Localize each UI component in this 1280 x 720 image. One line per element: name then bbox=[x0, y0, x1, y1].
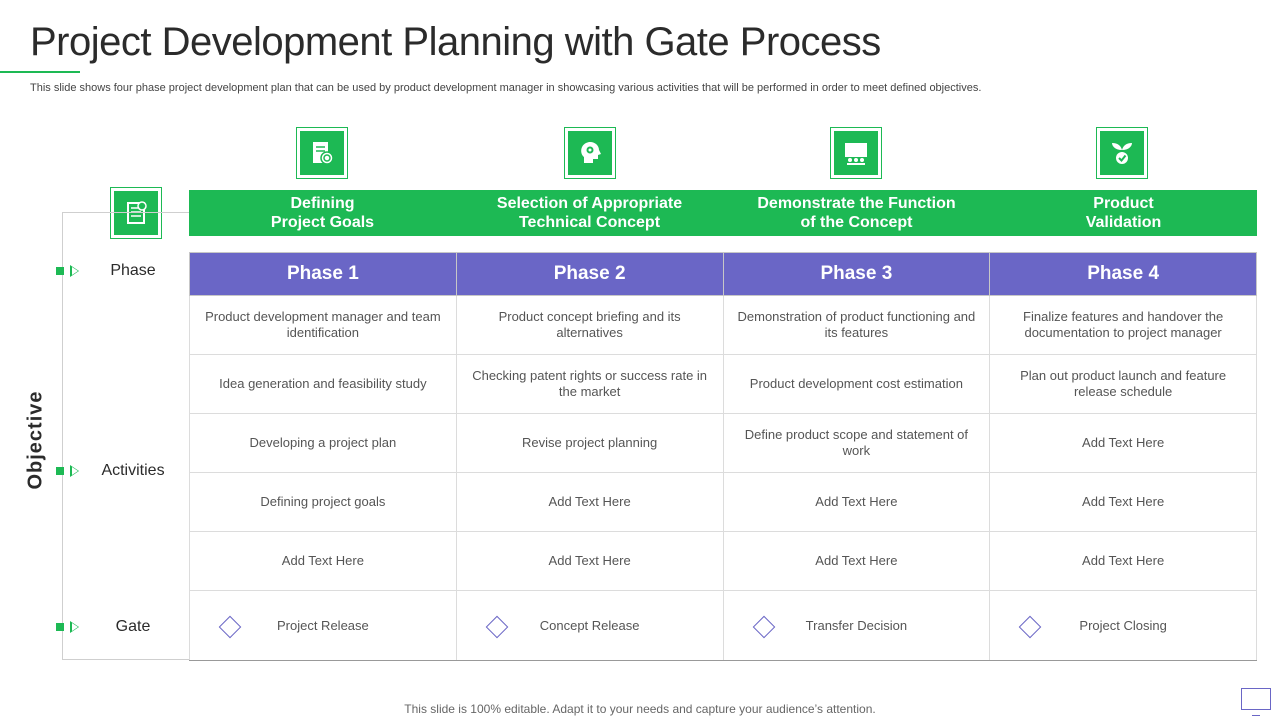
table-row: Developing a project plan Revise project… bbox=[189, 413, 1257, 473]
gate-row-label: Gate bbox=[56, 618, 167, 636]
activity-cell: Revise project planning bbox=[455, 413, 724, 473]
phase-activity-table: Phase 1 Phase 2 Phase 3 Phase 4 Product … bbox=[189, 252, 1257, 661]
activity-cell: Demonstration of product functioning and… bbox=[722, 295, 991, 355]
diamond-icon bbox=[752, 615, 775, 639]
gate-row: Project Release Concept Release Transfer… bbox=[189, 590, 1257, 661]
objective-2: Selection of Appropriate Technical Conce… bbox=[496, 195, 683, 231]
activity-cell: Add Text Here bbox=[989, 413, 1257, 473]
diamond-icon bbox=[218, 615, 242, 639]
activity-cell: Finalize features and handover the docum… bbox=[989, 295, 1257, 355]
play-arrow-icon bbox=[70, 265, 79, 277]
phase-3-header: Phase 3 bbox=[722, 252, 991, 296]
activity-cell: Defining project goals bbox=[189, 472, 457, 532]
gate-label-text: Gate bbox=[115, 618, 151, 635]
activity-cell: Plan out product launch and feature rele… bbox=[989, 354, 1257, 414]
phase-2-header: Phase 2 bbox=[455, 252, 724, 296]
table-row: Defining project goals Add Text Here Add… bbox=[189, 472, 1257, 532]
activity-cell: Idea generation and feasibility study bbox=[189, 354, 457, 414]
table-row: Product development manager and team ide… bbox=[189, 295, 1257, 355]
table-row: Add Text Here Add Text Here Add Text Her… bbox=[189, 531, 1257, 591]
phase-1-icon-box bbox=[296, 127, 348, 179]
objective-3: Demonstrate the Function of the Concept bbox=[757, 195, 956, 231]
phase-header-row: Phase 1 Phase 2 Phase 3 Phase 4 bbox=[189, 252, 1257, 296]
play-arrow-icon bbox=[70, 621, 79, 633]
bullet-square-icon bbox=[56, 467, 64, 475]
phase-2-icon-box bbox=[564, 127, 616, 179]
gate-cell: Transfer Decision bbox=[722, 590, 991, 661]
activity-cell: Product development manager and team ide… bbox=[189, 295, 457, 355]
left-bracket-line bbox=[62, 212, 189, 660]
phase-3-icon-box bbox=[830, 127, 882, 179]
gate-text: Concept Release bbox=[539, 617, 640, 633]
check-leaf-icon bbox=[1112, 143, 1132, 164]
bullet-square-icon bbox=[56, 267, 64, 275]
title-underline bbox=[0, 71, 80, 73]
activity-cell: Add Text Here bbox=[722, 472, 991, 532]
activities-label-text: Activities bbox=[101, 462, 165, 479]
gate-cell: Project Closing bbox=[989, 590, 1257, 661]
diamond-icon bbox=[1018, 615, 1042, 639]
activity-cell: Add Text Here bbox=[989, 531, 1257, 591]
objective-header-icon-box bbox=[110, 187, 162, 239]
activity-cell: Developing a project plan bbox=[189, 413, 457, 473]
objective-4: Product Validation bbox=[1085, 195, 1162, 231]
objective-axis-label: Objective bbox=[24, 390, 47, 490]
activity-cell: Add Text Here bbox=[722, 531, 991, 591]
activity-cell: Define product scope and statement of wo… bbox=[722, 413, 991, 473]
activity-cell: Checking patent rights or success rate i… bbox=[455, 354, 724, 414]
phase-label-text: Phase bbox=[110, 262, 156, 279]
presentation-board-icon bbox=[845, 143, 867, 165]
objectives-bar: Defining Project Goals Selection of Appr… bbox=[189, 190, 1257, 236]
activity-cell: Product concept briefing and its alterna… bbox=[455, 295, 724, 355]
gate-text: Project Release bbox=[276, 617, 369, 633]
activity-cell: Product development cost estimation bbox=[722, 354, 991, 414]
gate-text: Transfer Decision bbox=[805, 617, 908, 633]
slide-subtitle: This slide shows four phase project deve… bbox=[30, 82, 982, 94]
phase-4-icon-box bbox=[1096, 127, 1148, 179]
bullet-square-icon bbox=[56, 623, 64, 631]
objective-1: Defining Project Goals bbox=[270, 195, 375, 231]
slide-footer: This slide is 100% editable. Adapt it to… bbox=[404, 702, 876, 716]
gate-text: Project Closing bbox=[1079, 617, 1167, 633]
gate-cell: Concept Release bbox=[455, 590, 724, 661]
diamond-icon bbox=[485, 615, 509, 639]
slide-number-icon bbox=[1241, 688, 1271, 716]
slide-title: Project Development Planning with Gate P… bbox=[30, 20, 881, 64]
document-target-icon bbox=[313, 142, 334, 165]
phase-row-label: Phase bbox=[56, 262, 167, 280]
activity-cell: Add Text Here bbox=[455, 531, 724, 591]
play-arrow-icon bbox=[70, 465, 79, 477]
phase-1-header: Phase 1 bbox=[189, 252, 457, 296]
head-gears-icon bbox=[581, 141, 601, 163]
activity-cell: Add Text Here bbox=[189, 531, 457, 591]
table-row: Idea generation and feasibility study Ch… bbox=[189, 354, 1257, 414]
activity-cell: Add Text Here bbox=[989, 472, 1257, 532]
gate-cell: Project Release bbox=[189, 590, 457, 661]
activity-cell: Add Text Here bbox=[455, 472, 724, 532]
phase-4-header: Phase 4 bbox=[989, 252, 1257, 296]
activities-row-label: Activities bbox=[56, 462, 167, 480]
